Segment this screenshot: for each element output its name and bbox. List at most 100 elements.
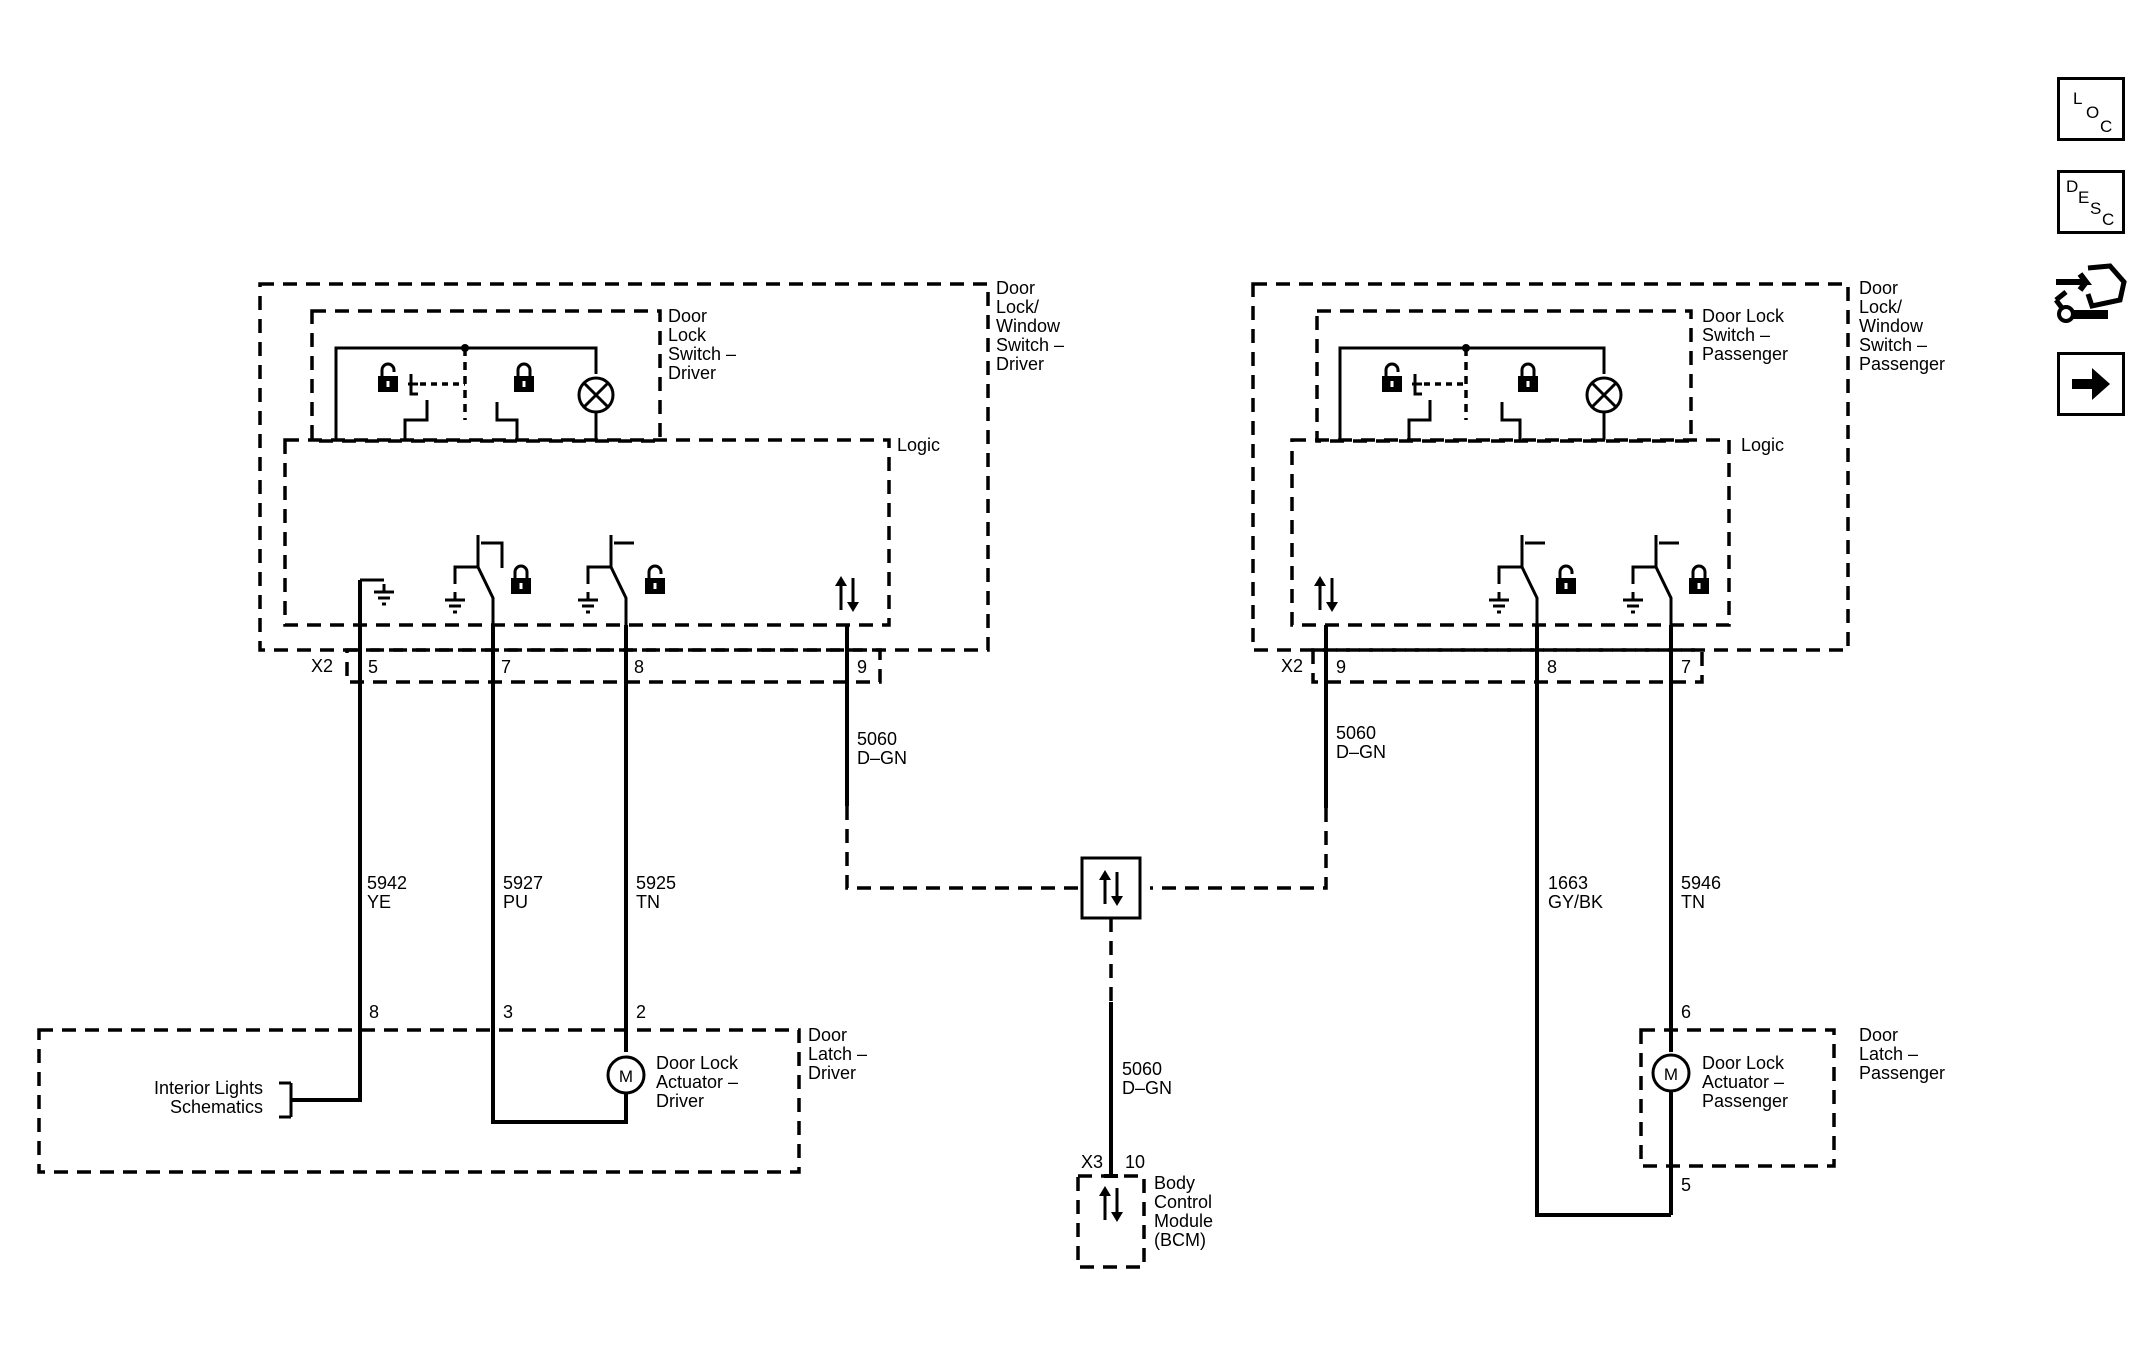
passenger-door-latch xyxy=(1639,1028,1836,1168)
bcm-module xyxy=(1076,1174,1146,1269)
latch-pin: 5 xyxy=(1681,1175,1691,1195)
passenger-actuator-label-2: Actuator – xyxy=(1702,1072,1784,1092)
serial-data-icon xyxy=(1312,574,1340,614)
loc-letter: O xyxy=(2086,103,2100,122)
driver-switch-label-4: Driver xyxy=(668,363,716,383)
location-button[interactable]: L O C xyxy=(2057,77,2125,141)
serial-data-splice xyxy=(1080,856,1142,1178)
wire-circuit: 5942 xyxy=(367,873,407,893)
passenger-pin: 8 xyxy=(1547,657,1557,677)
desc-letter: S xyxy=(2090,199,2102,218)
driver-actuator-label-3: Driver xyxy=(656,1091,704,1111)
unlock-icon xyxy=(1380,362,1404,394)
passenger-pin: 7 xyxy=(1681,657,1691,677)
passenger-module-label-3: Window xyxy=(1859,316,1924,336)
wire-color: YE xyxy=(367,892,391,912)
wire-circuit: 1663 xyxy=(1548,873,1588,893)
passenger-actuator-label-3: Passenger xyxy=(1702,1091,1788,1111)
latch-pin: 3 xyxy=(503,1002,513,1022)
wire-color: D–GN xyxy=(857,748,907,768)
description-button[interactable]: D E S C xyxy=(2057,170,2125,234)
bcm-wire-color: D–GN xyxy=(1122,1078,1172,1098)
passenger-pin: 9 xyxy=(1336,657,1346,677)
passenger-actuator-label-1: Door Lock xyxy=(1702,1053,1785,1073)
driver-module-label-4: Switch – xyxy=(996,335,1064,355)
wire-color: GY/BK xyxy=(1548,892,1603,912)
passenger-switch-label-3: Passenger xyxy=(1702,344,1788,364)
driver-pin: 9 xyxy=(857,657,867,677)
passenger-lock-switch xyxy=(1338,344,1623,440)
interior-lights-label-2: Schematics xyxy=(170,1097,263,1117)
unlock-icon xyxy=(1554,564,1578,596)
passenger-labels: Door Lock/ Window Switch – Passenger Doo… xyxy=(1281,278,1945,1195)
desc-letter: E xyxy=(2078,188,2090,207)
bcm-wire-circuit: 5060 xyxy=(1122,1059,1162,1079)
bcm-label-3: Module xyxy=(1154,1211,1213,1231)
wire-color: TN xyxy=(1681,892,1705,912)
wire-color: TN xyxy=(636,892,660,912)
wire-color: PU xyxy=(503,892,528,912)
unlock-icon xyxy=(643,564,667,596)
passenger-module-label-1: Door xyxy=(1859,278,1898,298)
driver-latch-label-3: Driver xyxy=(808,1063,856,1083)
driver-module-label-5: Driver xyxy=(996,354,1044,374)
desc-letter: C xyxy=(2102,210,2115,229)
ground-icon xyxy=(1621,590,1645,614)
driver-logic-label: Logic xyxy=(897,435,940,455)
serial-data-icon xyxy=(833,574,861,614)
driver-actuator-label-2: Actuator – xyxy=(656,1072,738,1092)
wire-color: D–GN xyxy=(1336,742,1386,762)
wire-circuit: 5060 xyxy=(857,729,897,749)
connector-wrench-icon xyxy=(2054,263,2127,323)
wire-circuit: 5927 xyxy=(503,873,543,893)
bcm-pin: 10 xyxy=(1125,1152,1145,1172)
passenger-module-label-4: Switch – xyxy=(1859,335,1927,355)
driver-wires xyxy=(291,625,1082,1124)
desc-letter: D xyxy=(2066,177,2079,196)
passenger-latch-label-3: Passenger xyxy=(1859,1063,1945,1083)
next-page-button[interactable] xyxy=(2057,352,2125,416)
motor-icon xyxy=(606,1055,646,1095)
driver-module-label-1: Door xyxy=(996,278,1035,298)
ground-icon xyxy=(576,590,600,614)
passenger-logic-internals xyxy=(1312,535,1711,625)
passenger-wires xyxy=(1150,625,1673,1217)
driver-switch-label-2: Lock xyxy=(668,325,707,345)
driver-switch-module xyxy=(258,282,990,684)
motor-icon xyxy=(1651,1053,1691,1093)
passenger-switch-label-1: Door Lock xyxy=(1702,306,1785,326)
driver-pin: 7 xyxy=(501,657,511,677)
driver-actuator-label-1: Door Lock xyxy=(656,1053,739,1073)
passenger-module-label-5: Passenger xyxy=(1859,354,1945,374)
bcm-label-1: Body xyxy=(1154,1173,1195,1193)
unlock-icon xyxy=(376,362,400,394)
passenger-connector-label: X2 xyxy=(1281,656,1303,676)
passenger-switch-label-2: Switch – xyxy=(1702,325,1770,345)
driver-connector-label: X2 xyxy=(311,656,333,676)
lock-icon xyxy=(512,362,536,394)
driver-lock-switch xyxy=(334,344,615,440)
latch-pin: 2 xyxy=(636,1002,646,1022)
bcm-labels: 5060 D–GN X3 10 Body Control Module (BCM… xyxy=(1081,1059,1213,1250)
passenger-latch-label-1: Door xyxy=(1859,1025,1898,1045)
driver-labels: Door Lock/ Window Switch – Driver Door L… xyxy=(154,278,1064,1117)
bcm-label-4: (BCM) xyxy=(1154,1230,1206,1250)
driver-door-latch xyxy=(37,1028,801,1174)
serial-data-icon xyxy=(1097,1184,1125,1224)
wire-circuit: 5925 xyxy=(636,873,676,893)
driver-latch-label-1: Door xyxy=(808,1025,847,1045)
lock-icon xyxy=(1687,564,1711,596)
interior-lights-label-1: Interior Lights xyxy=(154,1078,263,1098)
latch-pin: 6 xyxy=(1681,1002,1691,1022)
connector-repair-button[interactable] xyxy=(2052,260,2128,330)
driver-switch-label-1: Door xyxy=(668,306,707,326)
wire-circuit: 5060 xyxy=(1336,723,1376,743)
loc-letter: L xyxy=(2073,89,2083,108)
ground-icon xyxy=(372,582,396,606)
indicator-lamp-icon xyxy=(1585,376,1623,414)
bcm-label-2: Control xyxy=(1154,1192,1212,1212)
passenger-module-label-2: Lock/ xyxy=(1859,297,1902,317)
motor-label: M xyxy=(1664,1065,1678,1084)
loc-letter: C xyxy=(2100,117,2113,136)
